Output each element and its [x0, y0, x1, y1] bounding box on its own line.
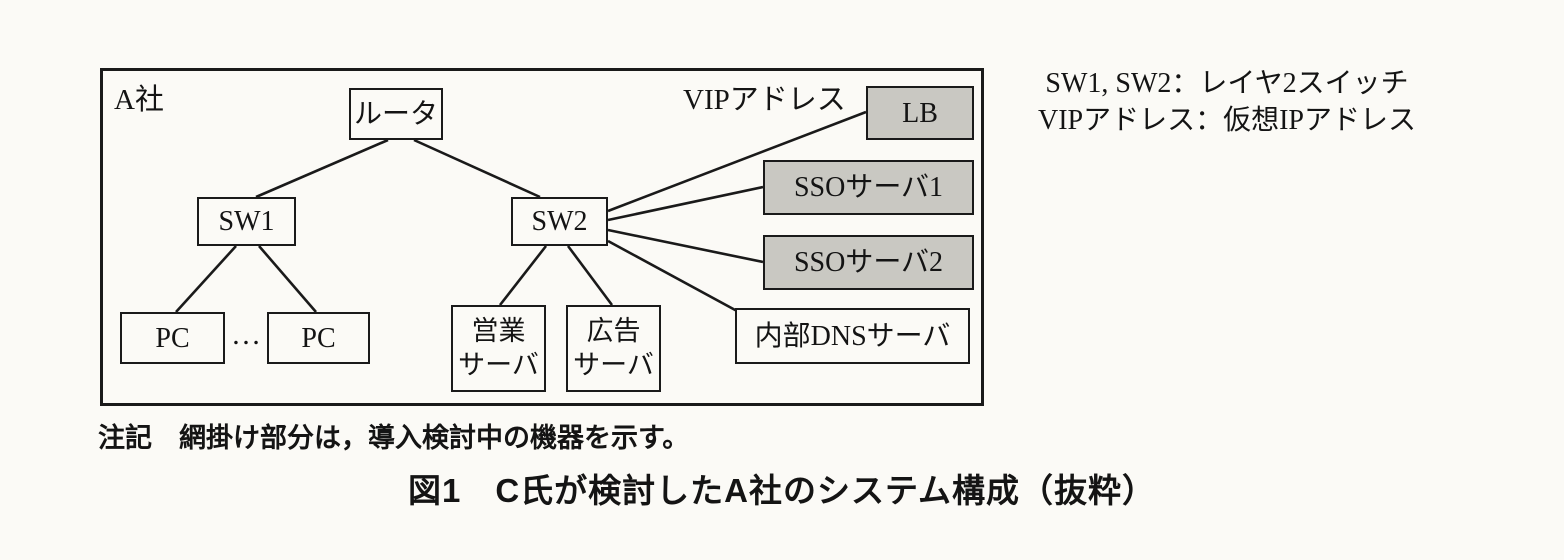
- node-pc-left: PC: [120, 312, 225, 364]
- note-text: 注記 網掛け部分は，導入検討中の機器を示す。: [98, 423, 690, 453]
- node-sso-server1: SSOサーバ1: [763, 160, 974, 215]
- company-boundary-box: [100, 68, 984, 406]
- node-sales-server: 営業 サーバ: [451, 305, 546, 392]
- legend-line-switches: SW1, SW2：レイヤ2スイッチ: [1045, 68, 1409, 99]
- node-pc-right: PC: [267, 312, 370, 364]
- node-load-balancer: LB: [866, 86, 974, 140]
- node-internal-dns-server: 内部DNSサーバ: [735, 308, 970, 364]
- figure-caption: 図1 C氏が検討したA社のシステム構成（抜粋）: [407, 472, 1157, 509]
- legend-line-vip: VIPアドレス：仮想IPアドレス: [1037, 104, 1416, 136]
- node-router: ルータ: [349, 88, 443, 140]
- node-sw1: SW1: [197, 197, 296, 246]
- legend: SW1, SW2：レイヤ2スイッチ VIPアドレス：仮想IPアドレス: [1002, 66, 1452, 140]
- company-label: A社: [114, 84, 164, 116]
- node-sso-server2: SSOサーバ2: [763, 235, 974, 290]
- pc-ellipsis-label: …: [231, 318, 263, 351]
- node-sw2: SW2: [511, 197, 608, 246]
- vip-address-label: VIPアドレス: [683, 84, 846, 116]
- node-ad-server: 広告 サーバ: [566, 305, 661, 392]
